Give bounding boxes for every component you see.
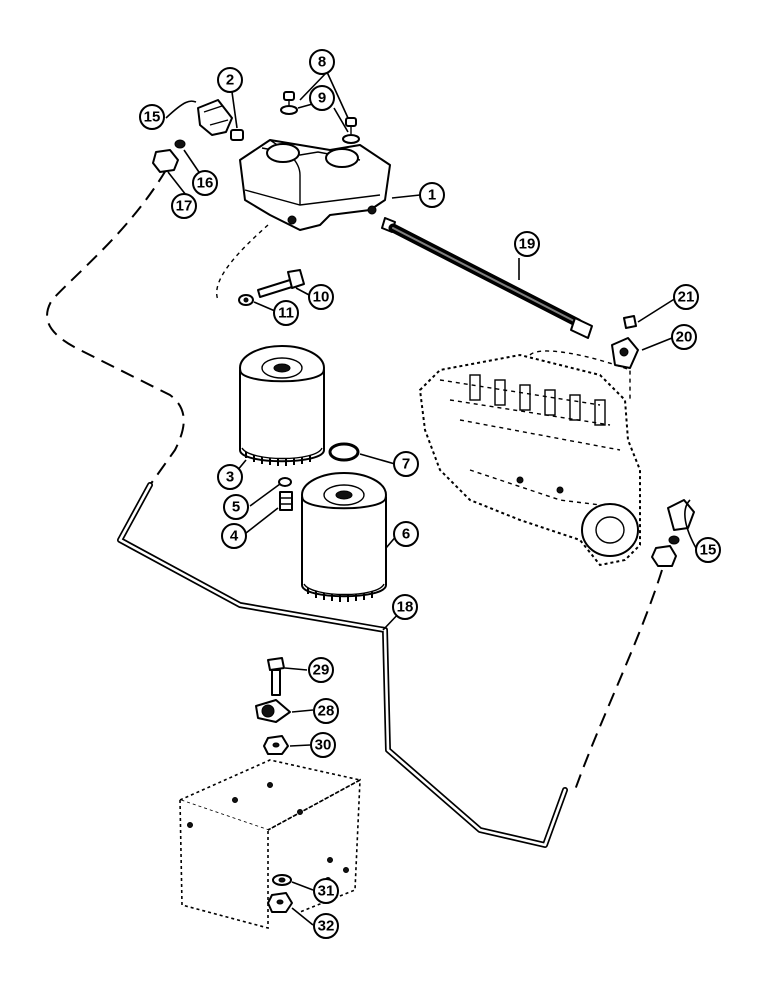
callout-30: 30 [310, 732, 336, 758]
svg-text:21: 21 [678, 289, 695, 306]
svg-text:19: 19 [519, 236, 536, 253]
callout-4: 4 [221, 523, 247, 549]
washer-9-right [342, 134, 360, 144]
mounting-bracket [177, 759, 363, 930]
callout-28: 28 [313, 698, 339, 724]
clamp-28 [255, 699, 291, 723]
svg-text:6: 6 [402, 526, 410, 543]
callout-18: 18 [392, 594, 418, 620]
svg-text:7: 7 [402, 456, 410, 473]
bolt-29 [267, 657, 285, 696]
callout-16: 16 [192, 170, 218, 196]
filter-head [239, 139, 391, 231]
svg-text:9: 9 [318, 90, 326, 107]
injection-pump [418, 353, 641, 567]
callout-8: 8 [309, 49, 335, 75]
sealing-ring-7 [328, 442, 360, 462]
nut-30 [263, 735, 289, 755]
svg-text:29: 29 [313, 662, 330, 679]
plug-2 [230, 129, 244, 141]
elbow-fitting-top [197, 99, 233, 136]
pump-line-dashed [529, 350, 631, 400]
callout-15-top: 15 [139, 104, 165, 130]
filter-element-6 [301, 472, 387, 602]
washer-9-left [280, 105, 298, 115]
svg-text:32: 32 [318, 918, 335, 935]
callout-1: 1 [419, 182, 445, 208]
svg-text:31: 31 [318, 883, 335, 900]
svg-text:30: 30 [315, 737, 332, 754]
filter-element-3 [239, 345, 325, 466]
callout-10: 10 [308, 284, 334, 310]
svg-text:11: 11 [278, 305, 294, 322]
drain-plug-4 [279, 491, 293, 511]
o-ring-right [668, 535, 680, 545]
svg-text:17: 17 [176, 198, 193, 215]
elbow-fitting-right [667, 499, 695, 531]
callout-15-right: 15 [695, 537, 721, 563]
svg-text:20: 20 [676, 329, 693, 346]
washer-5 [278, 477, 292, 487]
callout-29: 29 [308, 657, 334, 683]
callout-9: 9 [309, 85, 335, 111]
callout-3: 3 [217, 464, 243, 490]
svg-text:28: 28 [318, 703, 335, 720]
callout-32: 32 [313, 913, 339, 939]
callout-31: 31 [313, 878, 339, 904]
callout-7: 7 [393, 451, 419, 477]
callout-19: 19 [514, 231, 540, 257]
banjo-fitting-20 [611, 337, 639, 369]
o-ring-16 [174, 139, 186, 149]
svg-text:8: 8 [318, 54, 326, 71]
svg-text:4: 4 [230, 528, 239, 545]
fuel-line-dashed-left [46, 169, 185, 486]
svg-text:15: 15 [144, 109, 161, 126]
svg-text:16: 16 [197, 175, 214, 192]
svg-text:3: 3 [226, 469, 234, 486]
nut-right [651, 545, 677, 567]
svg-text:2: 2 [226, 72, 234, 89]
svg-text:1: 1 [428, 187, 436, 204]
washer-11 [238, 294, 254, 306]
callout-2: 2 [217, 67, 243, 93]
fuel-line-dashed-right [574, 569, 663, 791]
svg-text:10: 10 [313, 289, 330, 306]
bleed-plug-21 [623, 315, 637, 329]
screw-8-right [345, 117, 357, 134]
svg-text:5: 5 [232, 499, 240, 516]
bolt-10 [257, 269, 305, 298]
callout-5: 5 [223, 494, 249, 520]
svg-text:15: 15 [700, 542, 717, 559]
callout-11: 11 [273, 300, 299, 326]
leader-lines [165, 71, 697, 926]
fuel-tube-18 [117, 482, 568, 848]
svg-text:18: 18 [397, 599, 414, 616]
callout-6: 6 [393, 521, 419, 547]
nut-17 [152, 149, 179, 173]
callout-17: 17 [171, 193, 197, 219]
callout-20: 20 [671, 324, 697, 350]
callout-21: 21 [673, 284, 699, 310]
washer-31 [272, 874, 292, 886]
hose-19 [381, 217, 593, 339]
nut-32 [267, 892, 293, 913]
